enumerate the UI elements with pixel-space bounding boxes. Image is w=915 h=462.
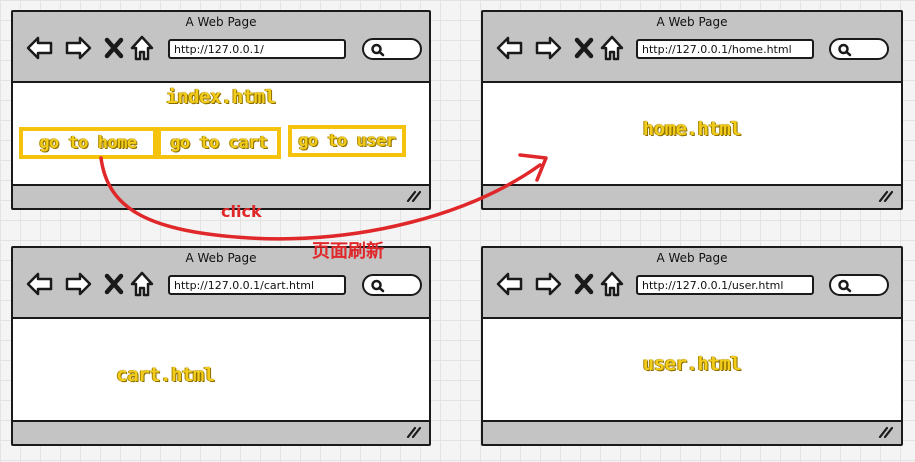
search-box[interactable] — [829, 38, 889, 60]
home-icon[interactable] — [599, 34, 625, 62]
browser-toolbar: A Web Page http://127.0.0.1/home.html — [483, 12, 901, 83]
browser-window-user: A Web Page http://127.0.0.1/user.html us… — [481, 246, 903, 446]
resize-grip-icon[interactable] — [877, 426, 893, 438]
close-x-icon[interactable] — [103, 34, 125, 62]
address-bar[interactable]: http://127.0.0.1/ — [168, 39, 346, 59]
nav-buttons — [25, 34, 165, 62]
resize-grip-icon[interactable] — [877, 190, 893, 202]
home-icon[interactable] — [599, 270, 625, 298]
status-bar — [13, 420, 429, 444]
click-label: click — [221, 202, 262, 221]
page-label: home.html — [642, 118, 742, 140]
window-title: A Web Page — [185, 251, 257, 265]
back-arrow-icon[interactable] — [25, 270, 55, 298]
go-to-cart-link[interactable]: go to cart — [157, 127, 281, 159]
page-label: cart.html — [116, 364, 215, 386]
page-refresh-label: 页面刷新 — [312, 241, 384, 262]
status-bar — [483, 184, 901, 208]
browser-toolbar: A Web Page http://127.0.0.1/cart.html — [13, 248, 429, 319]
nav-buttons — [495, 270, 635, 298]
forward-arrow-icon[interactable] — [63, 270, 93, 298]
nav-buttons — [495, 34, 635, 62]
address-bar[interactable]: http://127.0.0.1/user.html — [636, 275, 814, 295]
search-box[interactable] — [829, 274, 889, 296]
search-icon — [371, 43, 385, 57]
window-title: A Web Page — [656, 15, 728, 29]
go-to-home-link[interactable]: go to home — [19, 127, 157, 159]
search-box[interactable] — [362, 274, 422, 296]
browser-window-index: A Web Page http://127.0.0.1/ index.html … — [11, 10, 431, 210]
back-arrow-icon[interactable] — [495, 270, 525, 298]
close-x-icon[interactable] — [573, 34, 595, 62]
search-icon — [371, 279, 385, 293]
browser-toolbar: A Web Page http://127.0.0.1/user.html — [483, 248, 901, 319]
address-bar[interactable]: http://127.0.0.1/cart.html — [168, 275, 346, 295]
home-icon[interactable] — [129, 34, 155, 62]
search-icon — [838, 279, 852, 293]
resize-grip-icon[interactable] — [405, 190, 421, 202]
back-arrow-icon[interactable] — [495, 34, 525, 62]
forward-arrow-icon[interactable] — [63, 34, 93, 62]
browser-window-cart: A Web Page http://127.0.0.1/cart.html ca… — [11, 246, 431, 446]
go-to-user-link[interactable]: go to user — [288, 125, 406, 157]
browser-window-home: A Web Page http://127.0.0.1/home.html ho… — [481, 10, 903, 210]
home-icon[interactable] — [129, 270, 155, 298]
browser-toolbar: A Web Page http://127.0.0.1/ — [13, 12, 429, 83]
nav-buttons — [25, 270, 165, 298]
page-label: index.html — [166, 86, 276, 108]
resize-grip-icon[interactable] — [405, 426, 421, 438]
window-title: A Web Page — [185, 15, 257, 29]
search-box[interactable] — [362, 38, 422, 60]
back-arrow-icon[interactable] — [25, 34, 55, 62]
forward-arrow-icon[interactable] — [533, 270, 563, 298]
close-x-icon[interactable] — [573, 270, 595, 298]
close-x-icon[interactable] — [103, 270, 125, 298]
search-icon — [838, 43, 852, 57]
page-label: user.html — [642, 353, 742, 375]
status-bar — [483, 420, 901, 444]
forward-arrow-icon[interactable] — [533, 34, 563, 62]
address-bar[interactable]: http://127.0.0.1/home.html — [636, 39, 814, 59]
window-title: A Web Page — [656, 251, 728, 265]
